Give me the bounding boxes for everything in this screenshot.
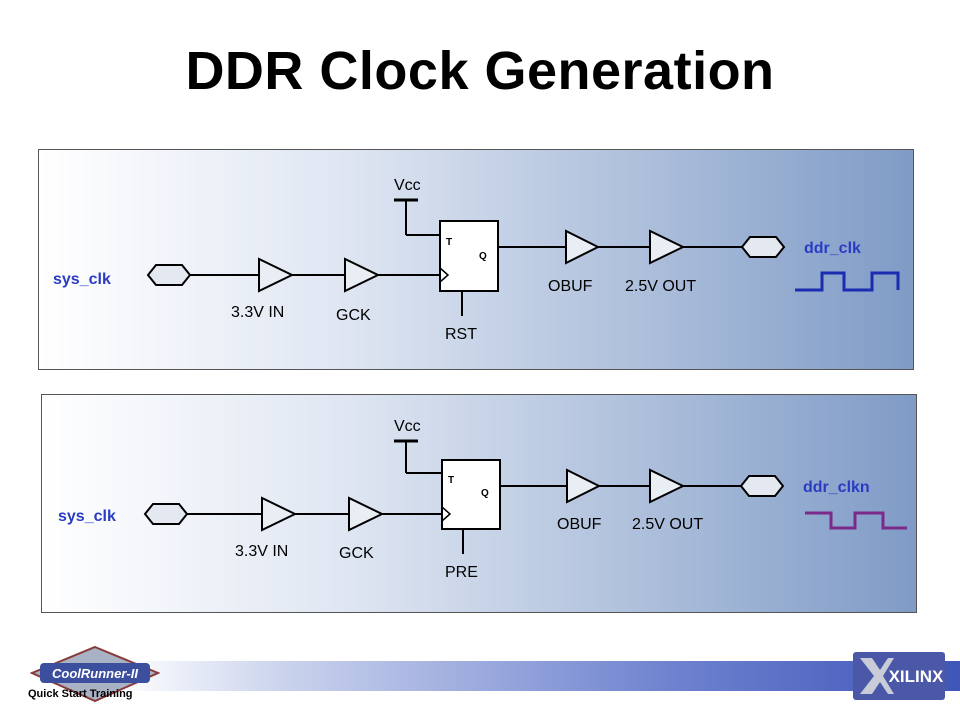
input-label: sys_clk (53, 271, 111, 288)
output-pad (739, 475, 785, 497)
clock-input-marker (441, 506, 452, 522)
ff-control-label: PRE (445, 564, 478, 581)
wires (187, 441, 741, 554)
input-buffer-symbol (258, 257, 295, 293)
flip-flop (439, 220, 499, 292)
right-logo-text: XILINX (889, 667, 944, 686)
circuit-panel-2: Vcc sys_clk 3.3V IN GCK T Q PRE OBUF 2.5… (41, 394, 917, 613)
wires (190, 200, 742, 316)
vcc-label: Vcc (394, 418, 421, 435)
output-buffer-symbol (649, 468, 686, 504)
obuf-symbol (565, 229, 601, 265)
gck-buffer-symbol (348, 496, 385, 532)
input-pad (146, 264, 192, 286)
xilinx-logo: XILINX (853, 652, 945, 700)
input-buffer-symbol (261, 496, 298, 532)
input-buffer-label: 3.3V IN (231, 304, 284, 321)
gck-buffer-label: GCK (339, 545, 374, 562)
coolrunner-logo: CoolRunner-II (30, 645, 160, 703)
output-label: ddr_clkn (803, 479, 870, 496)
logo-band (40, 663, 150, 683)
clock-input-marker (439, 267, 450, 283)
output-buffer-label: 2.5V OUT (632, 516, 703, 533)
input-label: sys_clk (58, 508, 116, 525)
ddr-clk-waveform (795, 271, 900, 292)
ff-t-label: T (446, 237, 452, 248)
ff-q-label: Q (479, 251, 487, 262)
input-buffer-label: 3.3V IN (235, 543, 288, 560)
footer-bar (0, 661, 960, 691)
ff-t-label: T (448, 475, 454, 486)
output-pad (740, 236, 786, 258)
quick-start-caption: Quick Start Training (28, 688, 133, 700)
gck-buffer-label: GCK (336, 307, 371, 324)
gck-buffer-symbol (344, 257, 381, 293)
obuf-label: OBUF (557, 516, 602, 533)
ddr-clkn-waveform (805, 511, 907, 530)
flip-flop (441, 459, 501, 530)
vcc-label: Vcc (394, 177, 421, 194)
xilinx-x-mark (860, 658, 894, 694)
slide-title: DDR Clock Generation (185, 41, 775, 101)
input-pad (143, 503, 189, 525)
output-label: ddr_clk (804, 240, 861, 257)
ff-q-label: Q (481, 488, 489, 499)
ff-control-label: RST (445, 326, 477, 343)
output-buffer-symbol (649, 229, 686, 265)
circuit-panel-1: Vcc sys_clk 3.3V IN GCK T Q RST OBUF 2.5… (38, 149, 914, 370)
obuf-symbol (566, 468, 602, 504)
output-buffer-label: 2.5V OUT (625, 278, 696, 295)
obuf-label: OBUF (548, 278, 593, 295)
left-logo-text: CoolRunner-II (52, 666, 138, 681)
